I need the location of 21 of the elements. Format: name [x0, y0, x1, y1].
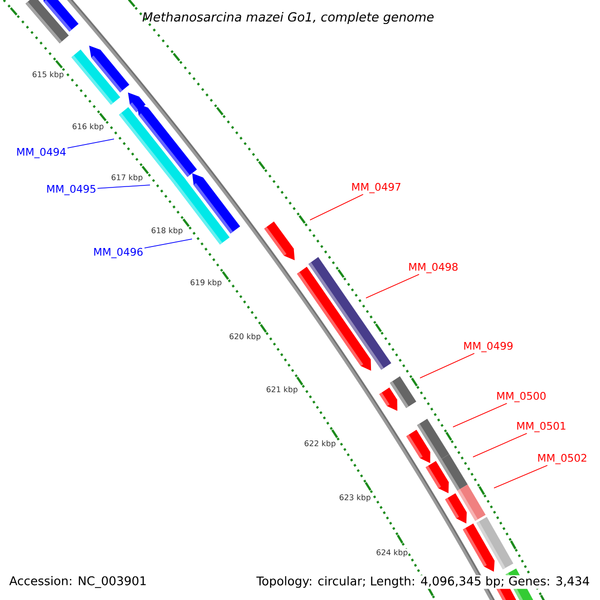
gene-label: MM_0500 — [497, 392, 546, 402]
leader-line — [366, 274, 420, 298]
leader-line — [420, 352, 475, 378]
gene-label: MM_0499 — [464, 342, 513, 352]
accession-text: Accession: NC_003901 — [9, 576, 146, 588]
gene-label: MM_0495 — [47, 184, 96, 196]
gene-label: MM_0498 — [409, 262, 458, 274]
leader-line — [97, 184, 150, 189]
gene-label: MM_0501 — [517, 422, 566, 432]
leader-line — [144, 238, 192, 248]
genome-info-text: Topology: circular; Length: 4,096,345 bp; Genes: 3,434 — [255, 575, 591, 589]
leader-line — [452, 402, 508, 428]
gene-label: MM_0496 — [94, 248, 143, 258]
leader-line — [472, 432, 528, 458]
gene-label: MM_0497 — [352, 182, 400, 194]
gene-label: MM_0502 — [538, 454, 586, 464]
title: Methanosarcina mazei Go1, complete genome — [142, 12, 434, 24]
leader-line — [494, 464, 548, 488]
leader-line — [310, 194, 364, 220]
leader-line — [67, 138, 114, 148]
gene-label: MM_0494 — [17, 148, 66, 158]
